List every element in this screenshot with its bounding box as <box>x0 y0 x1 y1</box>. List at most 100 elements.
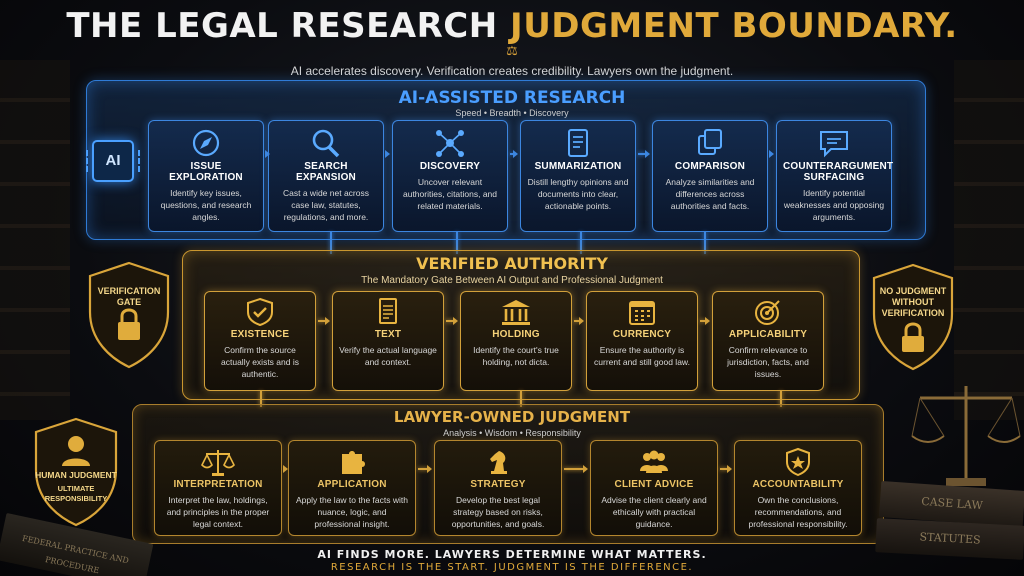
judgment-card-strategy: STRATEGY Develop the best legal strategy … <box>434 440 562 536</box>
human-judgment-label: HUMAN JUDGMENT <box>35 470 117 480</box>
connector-line <box>330 232 332 254</box>
card-description: Own the conclusions, recommendations, an… <box>748 495 848 529</box>
human-judgment-shield: HUMAN JUDGMENT ULTIMATE RESPONSIBILITY <box>32 416 120 528</box>
connector-line <box>780 391 782 407</box>
page-subtitle: AI accelerates discovery. Verification c… <box>290 64 734 78</box>
scales-of-justice-icon <box>911 386 1021 486</box>
verification-section-subtitle: The Mandatory Gate Between AI Output and… <box>361 275 663 286</box>
chess-knight-icon <box>480 447 516 477</box>
verification-card-currency: CURRENCY Ensure the authority is current … <box>586 291 698 391</box>
ai-card-comparison: COMPARISON Analyze similarities and diffe… <box>652 120 768 232</box>
card-description: Interpret the law, holdings, and princip… <box>166 495 270 529</box>
shield-check-icon <box>242 297 278 327</box>
calendar-icon <box>624 297 660 327</box>
card-title: HOLDING <box>492 329 540 340</box>
card-description: Develop the best legal strategy based on… <box>451 495 545 529</box>
flow-arrow <box>574 317 584 325</box>
verification-card-applicability: APPLICABILITY Confirm relevance to jurisd… <box>712 291 824 391</box>
card-description: Uncover relevant authorities, citations,… <box>402 177 498 211</box>
card-description: Cast a wide net across case law, statute… <box>283 188 369 222</box>
footer-line-1: AI FINDS MORE. LAWYERS DETERMINE WHAT MA… <box>317 548 707 561</box>
copy-icon <box>692 127 728 159</box>
magnifier-icon <box>308 127 344 159</box>
verification-card-text: TEXT Verify the actual language and conte… <box>332 291 444 391</box>
no-judgment-label: NO JUDGMENT WITHOUT VERIFICATION <box>879 286 947 318</box>
flow-arrow <box>700 317 710 325</box>
person-shield-icon <box>34 417 118 527</box>
no-judgment-shield: NO JUDGMENT WITHOUT VERIFICATION <box>870 262 956 372</box>
card-title: CLIENT ADVICE <box>614 479 694 490</box>
courthouse-icon <box>498 297 534 327</box>
card-description: Distill lengthy opinions and documents i… <box>527 177 629 211</box>
connector-line <box>260 391 262 407</box>
judgment-card-accountability: ACCOUNTABILITY Own the conclusions, recom… <box>734 440 862 536</box>
ai-card-search-expansion: SEARCH EXPANSION Cast a wide net across c… <box>268 120 384 232</box>
judgment-card-client-advice: CLIENT ADVICE Advise the client clearly a… <box>590 440 718 536</box>
card-description: Verify the actual language and context. <box>339 345 437 367</box>
card-title: INTERPRETATION <box>173 479 263 490</box>
verification-card-holding: HOLDING Identify the court's true holding… <box>460 291 572 391</box>
flow-arrow <box>564 465 588 473</box>
card-title: SEARCH EXPANSION <box>296 161 356 183</box>
card-title: COMPARISON <box>674 161 746 172</box>
card-title: ACCOUNTABILITY <box>752 479 844 490</box>
shield-lock-icon <box>88 261 170 369</box>
card-title: ISSUE EXPLORATION <box>169 161 243 183</box>
card-title: APPLICATION <box>317 479 387 490</box>
title-part-2: JUDGMENT BOUNDARY. <box>510 6 958 46</box>
compass-icon <box>188 127 224 159</box>
card-title: STRATEGY <box>470 479 526 490</box>
text-document-icon <box>370 297 406 327</box>
ai-card-discovery: DISCOVERY Uncover relevant authorities, c… <box>392 120 508 232</box>
card-description: Identify key issues, questions, and rese… <box>160 188 252 222</box>
card-description: Confirm the source actually exists and i… <box>221 345 299 379</box>
scales-icon <box>200 447 236 477</box>
card-description: Identify the court's true holding, not d… <box>473 345 559 367</box>
flow-arrow <box>510 150 518 158</box>
verification-section-title: VERIFIED AUTHORITY <box>416 254 608 273</box>
connector-line <box>580 232 582 254</box>
card-title: APPLICABILITY <box>728 329 808 340</box>
target-icon <box>750 297 786 327</box>
card-description: Advise the client clearly and ethically … <box>601 495 707 529</box>
document-icon <box>560 127 596 159</box>
ultimate-responsibility-label: ULTIMATE RESPONSIBILITY <box>44 484 108 503</box>
flow-arrow <box>418 465 432 473</box>
title-part-1: THE LEGAL RESEARCH <box>66 6 498 46</box>
connector-line <box>456 232 458 254</box>
card-description: Analyze similarities and differences acr… <box>665 177 755 211</box>
background-bookshelf-right <box>954 60 1024 420</box>
judgment-card-application: APPLICATION Apply the law to the facts wi… <box>288 440 416 536</box>
ai-chip-icon: AI <box>86 140 140 182</box>
background-bookshelf-left <box>0 60 70 420</box>
card-description: Apply the law to the facts with nuance, … <box>296 495 408 529</box>
flow-arrow <box>318 317 330 325</box>
card-title: DISCOVERY <box>419 161 481 172</box>
scales-icon-title: ⚖ <box>506 43 518 58</box>
puzzle-icon <box>334 447 370 477</box>
people-icon <box>636 447 672 477</box>
card-description: Identify potential weaknesses and opposi… <box>783 188 885 222</box>
judgment-section-title: LAWYER-OWNED JUDGMENT <box>393 408 631 426</box>
badge-icon <box>780 447 816 477</box>
ai-card-issue-exploration: ISSUE EXPLORATION Identify key issues, qu… <box>148 120 264 232</box>
card-title: COUNTERARGUMENT SURFACING <box>783 161 894 183</box>
footer-line-2: RESEARCH IS THE START. JUDGMENT IS THE D… <box>330 562 694 573</box>
card-description: Ensure the authority is current and stil… <box>594 345 690 367</box>
connector-line <box>520 391 522 407</box>
page-title: THE LEGAL RESEARCH JUDGMENT BOUNDARY. <box>0 6 1024 46</box>
network-icon <box>432 127 468 159</box>
shield-lock-icon <box>872 263 954 371</box>
card-title: CURRENCY <box>612 329 672 340</box>
card-description: Confirm relevance to jurisdiction, facts… <box>727 345 809 379</box>
card-title: TEXT <box>374 329 402 340</box>
judgment-section-subtitle: Analysis • Wisdom • Responsibility <box>443 428 581 438</box>
connector-line <box>704 232 706 254</box>
chat-icon <box>816 127 852 159</box>
flow-arrow <box>638 150 650 158</box>
ai-section-subtitle: Speed • Breadth • Discovery <box>455 108 569 118</box>
verification-gate-shield: VERIFICATION GATE <box>86 260 172 370</box>
flow-arrow <box>720 465 732 473</box>
